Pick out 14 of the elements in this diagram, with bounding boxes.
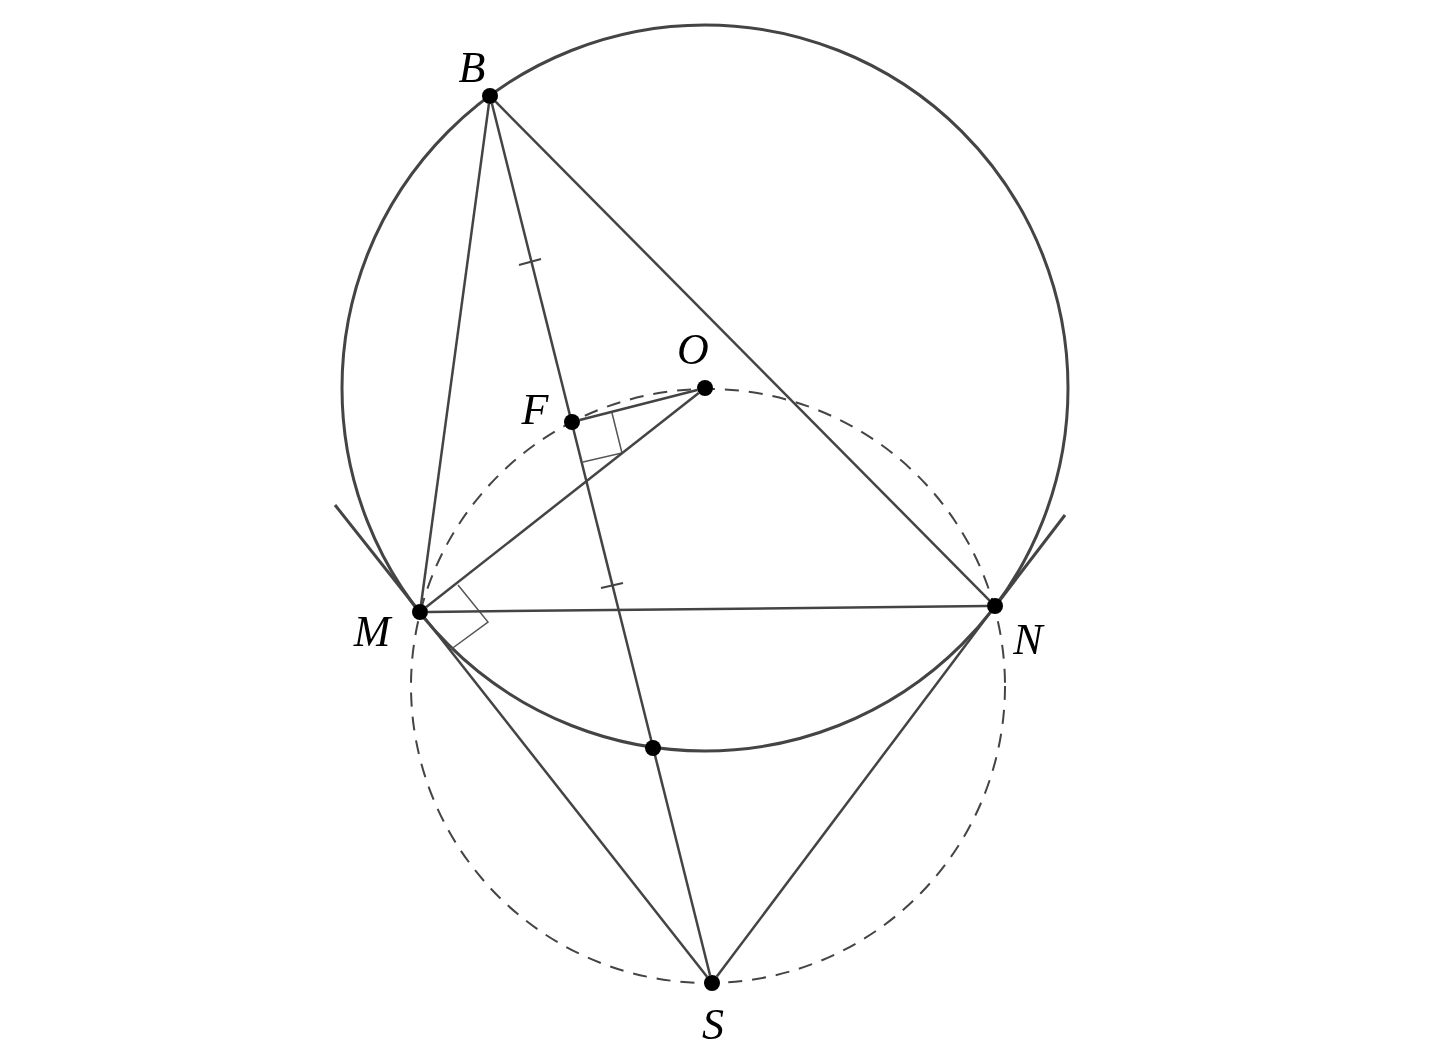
line-segment xyxy=(715,611,992,978)
line-segment xyxy=(423,617,709,978)
line-segment xyxy=(425,391,700,609)
line-segment xyxy=(579,388,698,422)
line-segment xyxy=(494,100,991,602)
line-segment xyxy=(490,103,712,976)
point-label: O xyxy=(677,328,709,372)
line-segment xyxy=(419,103,491,605)
point-label: M xyxy=(353,610,391,654)
line-segment xyxy=(428,604,987,614)
point-label: F xyxy=(521,388,549,432)
point-label: B xyxy=(458,46,486,90)
point-label: N xyxy=(1013,618,1043,662)
point-label: S xyxy=(702,1003,724,1047)
